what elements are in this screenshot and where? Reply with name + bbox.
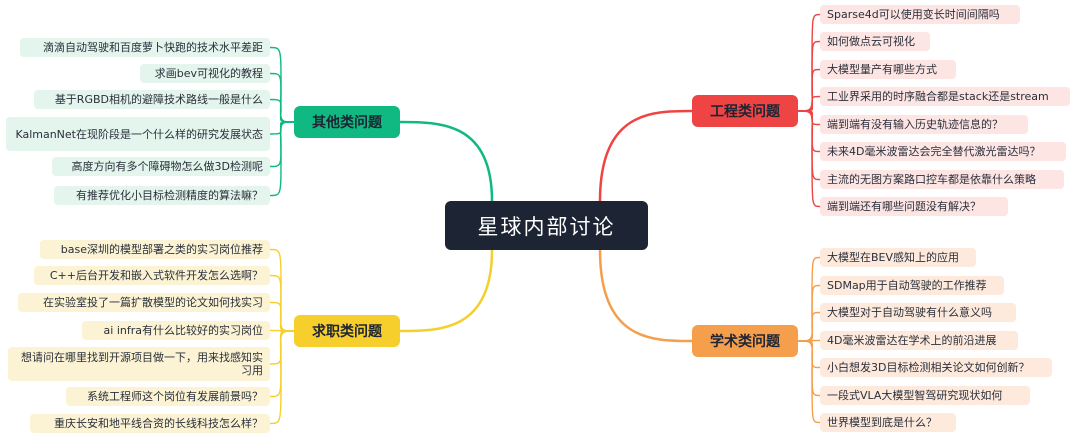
topic-other-2[interactable]: 基于RGBD相机的避障技术路线一般是什么 [34, 90, 270, 109]
branch-engineering[interactable]: 工程类问题 [692, 95, 798, 127]
topic-job-0[interactable]: base深圳的模型部署之类的实习岗位推荐 [40, 240, 270, 259]
topic-other-5[interactable]: 有推荐优化小目标检测精度的算法嘛？ [54, 186, 270, 205]
topic-academic-4[interactable]: 小白想发3D目标检测相关论文如何创新？ [820, 358, 1052, 377]
topic-academic-2[interactable]: 大模型对于自动驾驶有什么意义吗 [820, 303, 1016, 322]
topic-academic-6[interactable]: 世界模型到底是什么？ [820, 413, 956, 432]
topic-engineering-5[interactable]: 未来4D毫米波雷达会完全替代激光雷达吗？ [820, 142, 1066, 161]
topic-engineering-7[interactable]: 端到端还有哪些问题没有解决？ [820, 197, 1008, 216]
topic-job-5[interactable]: 系统工程师这个岗位有发展前景吗？ [66, 387, 270, 406]
topic-job-6[interactable]: 重庆长安和地平线合资的长线科技怎么样？ [30, 414, 270, 433]
branch-other[interactable]: 其他类问题 [294, 106, 400, 138]
topic-job-3[interactable]: ai infra有什么比较好的实习岗位 [82, 321, 270, 340]
topic-other-3[interactable]: KalmanNet在现阶段是一个什么样的研究发展状态 [6, 117, 270, 151]
topic-academic-5[interactable]: 一段式VLA大模型智驾研究现状如何 [820, 386, 1030, 405]
topic-engineering-4[interactable]: 端到端有没有输入历史轨迹信息的？ [820, 115, 1028, 134]
topic-engineering-1[interactable]: 如何做点云可视化 [820, 32, 930, 51]
topic-academic-3[interactable]: 4D毫米波雷达在学术上的前沿进展 [820, 331, 1018, 350]
topic-engineering-3[interactable]: 工业界采用的时序融合都是stack还是stream [820, 87, 1070, 106]
branch-academic[interactable]: 学术类问题 [692, 325, 798, 357]
topic-engineering-6[interactable]: 主流的无图方案路口控车都是依靠什么策略 [820, 170, 1064, 189]
topic-job-1[interactable]: C++后台开发和嵌入式软件开发怎么选啊？ [34, 266, 270, 285]
topic-other-1[interactable]: 求画bev可视化的教程 [140, 64, 270, 83]
topic-other-0[interactable]: 滴滴自动驾驶和百度萝卜快跑的技术水平差距 [20, 38, 270, 57]
topic-academic-1[interactable]: SDMap用于自动驾驶的工作推荐 [820, 276, 1004, 295]
topic-academic-0[interactable]: 大模型在BEV感知上的应用 [820, 248, 976, 267]
central-topic[interactable]: 星球内部讨论 [445, 201, 648, 250]
branch-job[interactable]: 求职类问题 [294, 315, 400, 347]
topic-other-4[interactable]: 高度方向有多个障碍物怎么做3D检测呢 [52, 157, 270, 176]
topic-job-2[interactable]: 在实验室投了一篇扩散模型的论文如何找实习 [18, 293, 270, 312]
topic-engineering-2[interactable]: 大模型量产有哪些方式 [820, 60, 956, 79]
topic-engineering-0[interactable]: Sparse4d可以使用变长时间间隔吗 [820, 5, 1020, 24]
topic-job-4[interactable]: 想请问在哪里找到开源项目做一下，用来找感知实习用 [8, 347, 270, 381]
